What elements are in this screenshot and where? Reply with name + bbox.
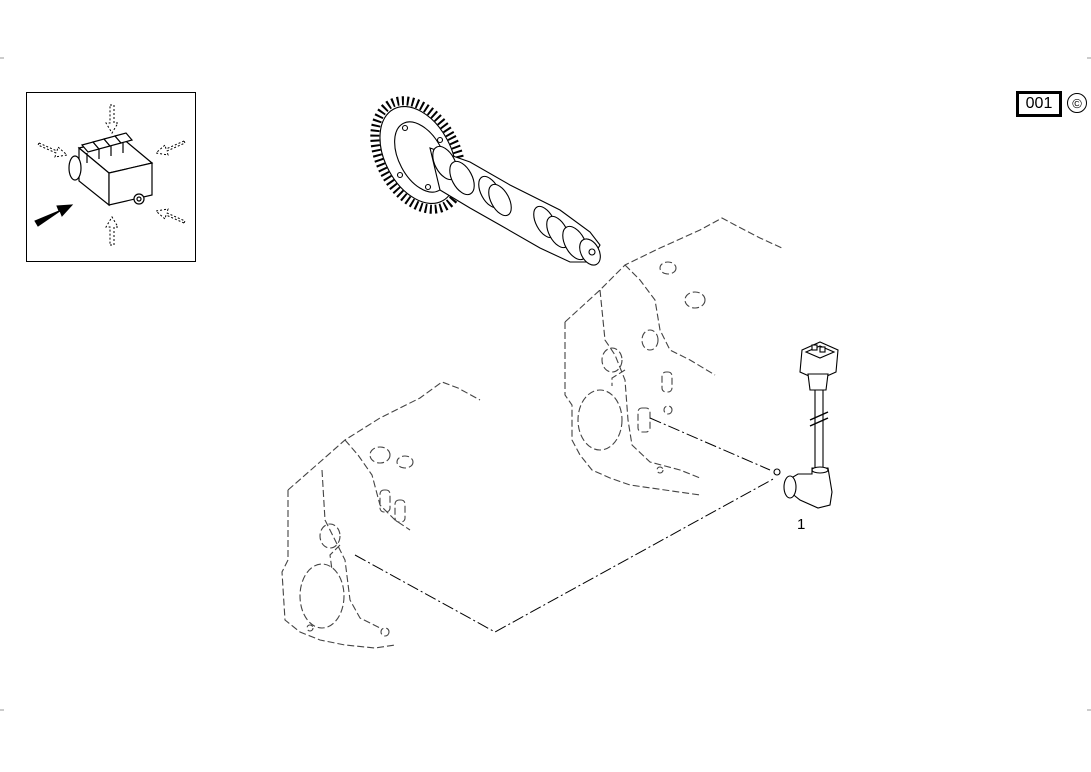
- copyright-icon: ©: [1067, 93, 1087, 113]
- assembly-axis-lines: [354, 417, 776, 633]
- engine-block-orientation-icon: [34, 104, 186, 246]
- orientation-inset: [26, 92, 196, 262]
- reference-code-box: 001: [1016, 91, 1062, 117]
- engine-block-lower-outline: [281, 381, 481, 649]
- callout-number: 1: [797, 516, 806, 533]
- camshaft-gear-drawing: [370, 96, 601, 266]
- engine-block-upper-outline: [564, 217, 783, 496]
- speed-sensor-drawing: [773, 341, 839, 509]
